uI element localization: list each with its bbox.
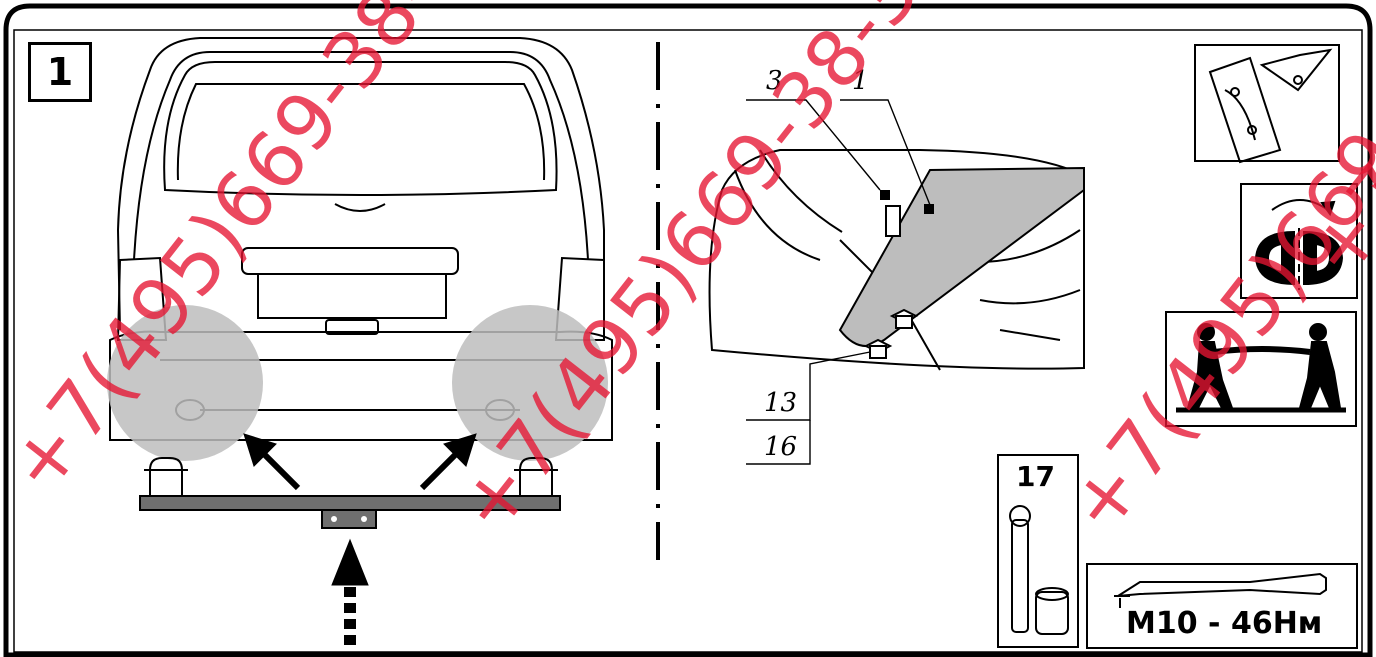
sheet-frame	[3, 3, 1373, 657]
torque-wrench-icon	[1086, 563, 1358, 649]
wrench-size-label: 17	[1016, 460, 1055, 493]
torque-spec: М10 - 46Нм	[1126, 606, 1323, 641]
arrow-left-install	[243, 433, 301, 491]
tow-bar-beam	[139, 495, 561, 511]
callout-13: 13	[764, 388, 798, 418]
read-manual-icon	[1194, 44, 1340, 164]
socket-wrench-icon	[997, 454, 1079, 648]
two-person-lift-icon	[1165, 311, 1357, 427]
u-bolt-right	[514, 457, 558, 496]
step-number: 1	[28, 42, 92, 102]
attachment-area-left	[107, 305, 263, 461]
rotate-icon	[1240, 183, 1358, 299]
nut-13	[863, 338, 893, 359]
attachment-area-right	[452, 305, 608, 461]
plate-bolt-upper	[885, 205, 901, 237]
tow-bar-bracket	[321, 509, 377, 529]
callout-1: 1	[852, 66, 869, 96]
callout-3: 3	[766, 66, 783, 96]
callout-16: 16	[764, 432, 798, 462]
u-bolt-left	[144, 457, 188, 496]
arrow-up-install	[331, 538, 369, 645]
bracket-plate	[838, 166, 1085, 348]
nut-16	[889, 308, 919, 329]
leader-lines	[746, 99, 931, 465]
arrow-right-install	[419, 433, 477, 491]
